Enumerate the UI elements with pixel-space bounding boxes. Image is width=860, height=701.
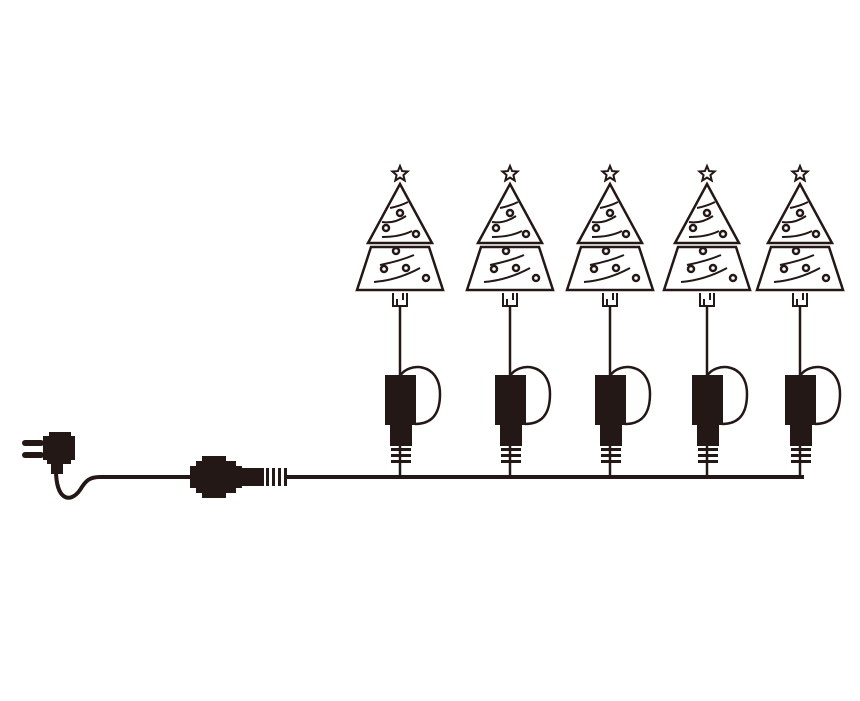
wire-loop bbox=[608, 365, 652, 426]
connector-icon bbox=[692, 375, 723, 463]
connector-icon bbox=[785, 375, 816, 463]
star-icon bbox=[789, 163, 811, 183]
christmas-tree-icon bbox=[755, 181, 845, 292]
stake-clip bbox=[392, 293, 408, 307]
tree-stake-light-5 bbox=[755, 163, 845, 477]
connector-icon bbox=[595, 375, 626, 463]
christmas-tree-icon bbox=[662, 181, 752, 292]
power-cable bbox=[54, 469, 192, 500]
stake-clip bbox=[502, 293, 518, 307]
christmas-tree-icon bbox=[355, 181, 445, 292]
tree-stake-light-4 bbox=[662, 163, 752, 477]
tree-stake-light-1 bbox=[355, 163, 445, 477]
power-plug-icon bbox=[22, 432, 75, 474]
wire-loop bbox=[508, 365, 552, 426]
wire-loop bbox=[705, 365, 749, 426]
stake-clip bbox=[792, 293, 808, 307]
christmas-tree-icon bbox=[465, 181, 555, 292]
tree-stake-light-2 bbox=[465, 163, 555, 477]
christmas-tree-icon bbox=[565, 181, 655, 292]
star-icon bbox=[389, 163, 411, 183]
stake-clip bbox=[699, 293, 715, 307]
wire-loop bbox=[398, 365, 442, 426]
stake-clip bbox=[602, 293, 618, 307]
tree-stake-light-3 bbox=[565, 163, 655, 477]
star-icon bbox=[599, 163, 621, 183]
inline-connector-icon bbox=[190, 456, 287, 498]
wire-loop bbox=[798, 365, 842, 426]
connector-icon bbox=[385, 375, 416, 463]
connector-icon bbox=[495, 375, 526, 463]
star-icon bbox=[696, 163, 718, 183]
star-icon bbox=[499, 163, 521, 183]
